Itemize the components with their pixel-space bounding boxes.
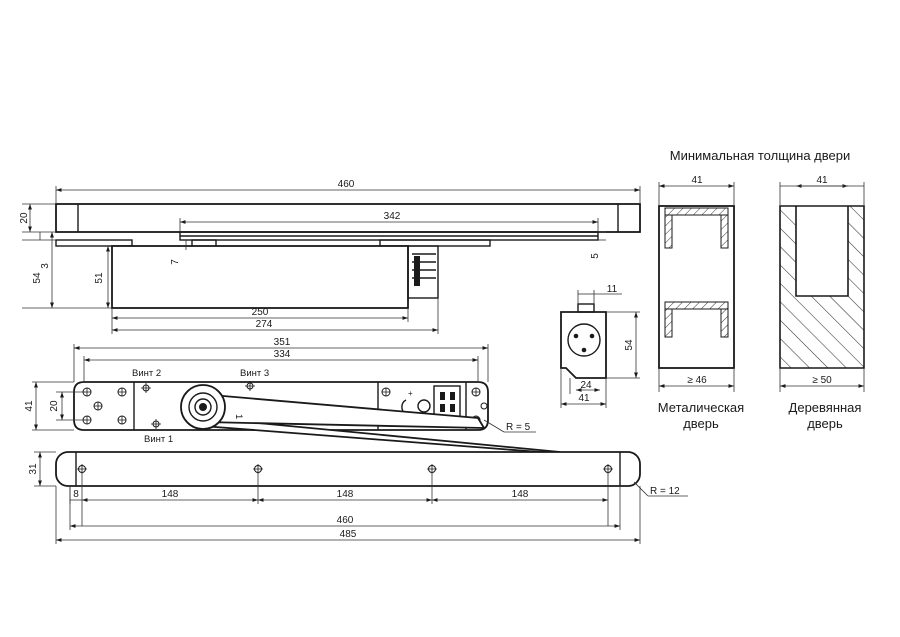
slide-rail: [55, 451, 641, 487]
dim-side-41: 41: [578, 393, 590, 404]
dim-top-274: 274: [256, 319, 273, 330]
screw-marks: [141, 381, 255, 429]
dim-top-3: 3: [40, 263, 51, 269]
spindle: [180, 384, 226, 430]
dim-side-24: 24: [580, 380, 592, 391]
label-vint2: Винт 2: [132, 368, 161, 379]
dim-arm-148a: 148: [162, 489, 179, 500]
label-arm-mark: 1: [233, 414, 244, 419]
wood-caption-line2: дверь: [807, 416, 843, 431]
metal-caption-line1: Металическая: [658, 400, 744, 415]
dim-metal-41: 41: [691, 175, 703, 186]
dim-top-342: 342: [384, 211, 401, 222]
dim-plate-334: 334: [274, 349, 291, 360]
left-flange: [55, 239, 133, 247]
dim-top-250: 250: [252, 307, 269, 318]
dim-plate-41: 41: [24, 400, 35, 412]
label-vint3: Винт 3: [240, 368, 269, 379]
dim-top-7: 7: [170, 259, 181, 265]
metal-door-section: 41 ≥ 46 Металическая дверь: [658, 175, 744, 431]
top-view: 460 342 20 3 54 51 7 5 250 274: [19, 179, 641, 334]
metal-caption-line2: дверь: [683, 416, 719, 431]
label-vint1: Винт 1: [144, 434, 173, 445]
dim-arm-460: 460: [337, 515, 354, 526]
dim-top-54: 54: [32, 272, 43, 284]
plan-view: Винт 2 Винт 3 Винт 1 + − 1 R =: [24, 337, 688, 544]
dim-metal-46: ≥ 46: [687, 375, 707, 386]
end-view-boss: [577, 303, 595, 313]
dim-wood-41: 41: [816, 175, 828, 186]
wooden-door-section: 41 ≥ 50 Деревянная дверь: [779, 175, 865, 431]
dim-arm-485: 485: [340, 529, 357, 540]
dim-top-20: 20: [19, 212, 30, 224]
rail-holes: [77, 464, 613, 474]
valve-fins: [412, 253, 436, 286]
end-view: 11 54 24 41: [560, 284, 640, 408]
dim-arm-148c: 148: [512, 489, 529, 500]
dim-r12: R = 12: [650, 486, 680, 497]
dim-side-54: 54: [624, 339, 635, 351]
dim-arm-31: 31: [28, 463, 39, 475]
dim-arm-8: 8: [73, 489, 79, 500]
dim-plate-351: 351: [274, 337, 291, 348]
svg-text:+: +: [408, 389, 413, 398]
wooden-door-outline: [779, 205, 865, 369]
dim-plate-20: 20: [49, 400, 60, 412]
valve-block: [407, 245, 439, 299]
plate-holes-left: [82, 387, 127, 425]
dim-side-11: 11: [607, 284, 618, 295]
wood-caption-line1: Деревянная: [789, 400, 862, 415]
dim-top-51: 51: [94, 272, 105, 284]
door-thickness-title: Минимальная толщина двери: [670, 148, 851, 163]
dim-r5: R = 5: [506, 422, 531, 433]
cylinder-body: [111, 245, 409, 309]
dim-wood-50: ≥ 50: [812, 375, 832, 386]
dim-arm-148b: 148: [337, 489, 354, 500]
end-view-shaft: [567, 323, 601, 357]
dim-top-5: 5: [590, 253, 601, 259]
dim-top-460: 460: [338, 179, 355, 190]
rail-body: [55, 203, 641, 233]
